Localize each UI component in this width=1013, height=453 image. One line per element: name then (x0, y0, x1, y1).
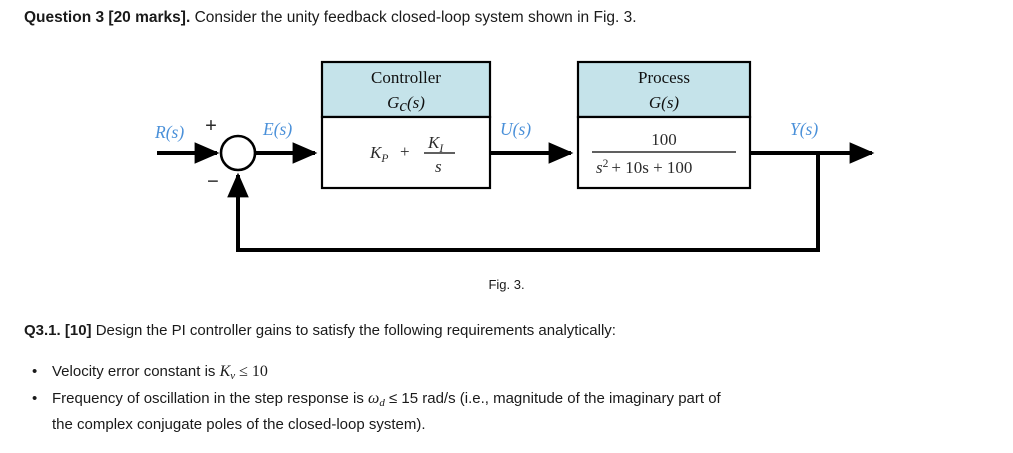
question-heading: Question 3 [20 marks]. Consider the unit… (24, 8, 637, 28)
controller-block: Controller Gc(s) KP + KI s (320, 60, 492, 190)
question-heading-bold: Question 3 [20 marks]. (24, 9, 191, 26)
controller-formula-ki-sub: I (438, 143, 444, 155)
controller-subtitle: Gc(s) (387, 93, 425, 115)
controller-formula-numerator: KI (427, 133, 444, 155)
bullet-symbol: ω (368, 390, 380, 408)
requirements-list: • Velocity error constant is Kv ≤ 10 • F… (24, 361, 984, 436)
controller-subtitle-tail: (s) (407, 93, 425, 112)
process-block: Process G(s) 100 s2+ 10s + 100 (576, 60, 752, 190)
wire-feedback-path (227, 153, 820, 252)
controller-header-band (320, 60, 492, 119)
bullet-symbol-subscript: d (379, 397, 385, 410)
plus-sign-marker: + (205, 113, 217, 137)
process-subtitle: G(s) (649, 93, 680, 112)
process-numerator: 100 (651, 130, 677, 149)
label-error-signal: E(s) (262, 119, 292, 139)
controller-formula-plus: + (400, 142, 410, 161)
bullet-text-line2: the complex conjugate poles of the close… (52, 416, 426, 434)
controller-formula-denominator: s (435, 157, 442, 176)
summing-junction (219, 134, 257, 172)
controller-formula-ki: K (427, 133, 441, 152)
process-subtitle-tail: (s) (661, 93, 679, 112)
bullet-symbol-subscript: v (230, 370, 236, 383)
block-diagram-figure: Controller Gc(s) KP + KI s Process G(s) … (0, 45, 1013, 300)
controller-subtitle-main: G (387, 93, 399, 112)
q31-prompt: Q3.1. [10] Design the PI controller gain… (24, 321, 616, 341)
bullet-text-post: ≤ 15 rad/s (i.e., magnitude of the imagi… (384, 390, 721, 408)
bullet-marker: • (32, 363, 38, 380)
q31-label: Q3.1. [10] (24, 322, 92, 339)
list-item: • Frequency of oscillation in the step r… (24, 388, 984, 435)
bullet-marker: • (32, 390, 38, 408)
bullet-text-pre: Velocity error constant is (52, 363, 220, 380)
controller-formula-k-sub: P (380, 153, 388, 165)
controller-subtitle-sub: c (399, 96, 407, 115)
process-denominator: s2+ 10s + 100 (596, 158, 692, 177)
process-title: Process (638, 68, 690, 87)
process-den-rest: + 10s + 100 (611, 158, 692, 177)
controller-formula-kp: KP (369, 143, 388, 165)
process-den-exponent: 2 (603, 158, 609, 170)
list-item: • Velocity error constant is Kv ≤ 10 (24, 361, 984, 387)
controller-formula-k: K (369, 143, 383, 162)
label-control-signal: U(s) (500, 119, 531, 139)
question-heading-rest: Consider the unity feedback closed-loop … (190, 9, 637, 26)
controller-body-band (320, 115, 492, 190)
label-output-signal: Y(s) (790, 119, 818, 139)
bullet-symbol: K (219, 363, 231, 380)
minus-sign-marker: − (207, 169, 219, 193)
process-subtitle-main: G (649, 93, 661, 112)
bullet-text-pre: Frequency of oscillation in the step res… (52, 390, 369, 408)
process-den-s: s (596, 158, 603, 177)
q31-text: Design the PI controller gains to satisf… (91, 322, 616, 339)
controller-title: Controller (371, 68, 441, 87)
bullet-text-post: ≤ 10 (235, 363, 268, 380)
figure-caption: Fig. 3. (488, 277, 525, 292)
label-reference-signal: R(s) (154, 122, 184, 142)
